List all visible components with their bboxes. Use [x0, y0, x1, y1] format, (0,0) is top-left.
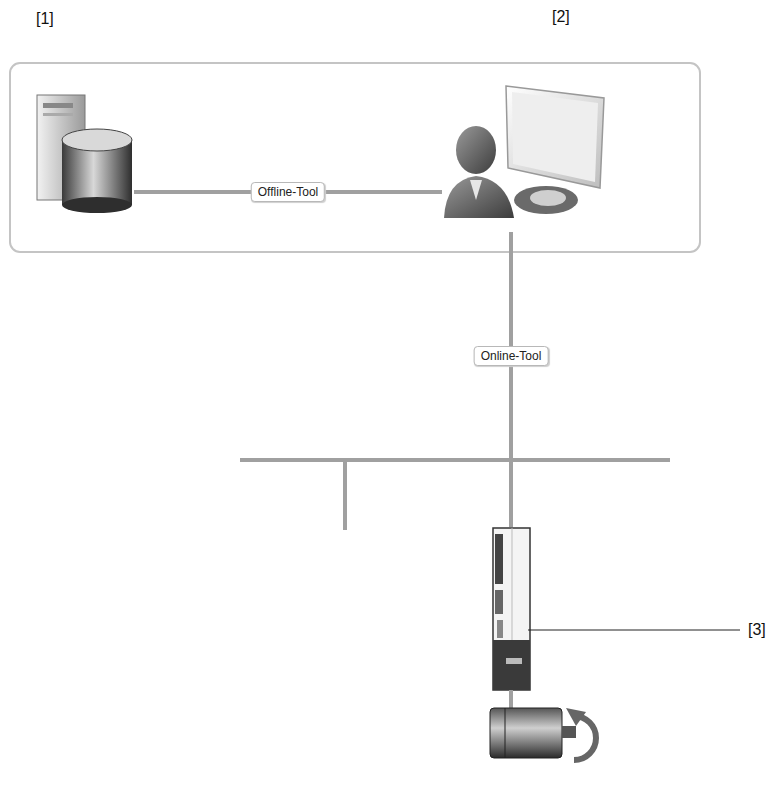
illustration-node: [1]: [36, 94, 134, 212]
inverter-device: [493, 528, 530, 690]
server-icon: [37, 95, 132, 213]
motor-icon: [490, 708, 596, 760]
callout-number: [3]: [748, 621, 766, 639]
bus-branch: [343, 460, 347, 530]
callout-number: [2]: [552, 8, 570, 26]
illustration-node: [3]: [490, 527, 533, 692]
callout-number: [1]: [36, 10, 54, 28]
edge-label: Offline-Tool: [251, 182, 325, 202]
connector: [509, 232, 513, 527]
edge-label: Online-Tool: [474, 346, 549, 366]
bus-line: [240, 458, 670, 462]
workstation-icon: [444, 86, 604, 218]
motor-cable: [509, 690, 513, 708]
leader-line: [528, 630, 740, 631]
illustration-node: [2]: [442, 84, 605, 232]
panel: [10, 63, 700, 252]
